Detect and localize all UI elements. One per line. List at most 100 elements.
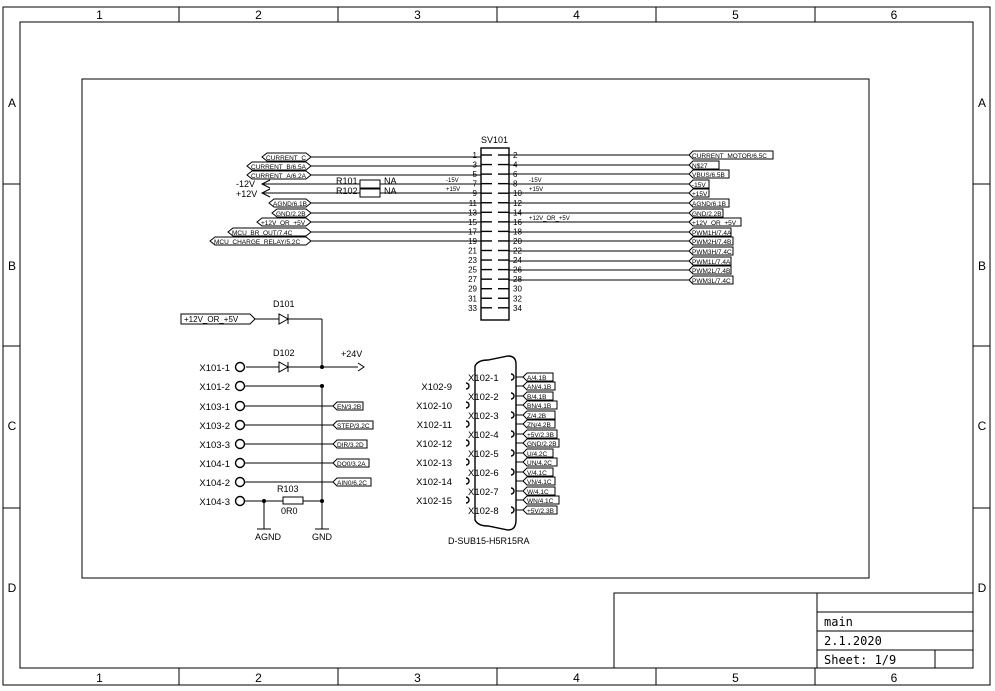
net-label-right-6: GND/2.2B (692, 211, 722, 218)
terminal-X103-3: X103-3 (199, 440, 230, 451)
column-label-top-5: 5 (732, 8, 739, 22)
dsub-body (474, 355, 517, 531)
minus-12v-label: -12V (236, 179, 255, 189)
sv101-inner-left-minus15: -15V (446, 178, 459, 184)
dsub-net-label-6: +5V/2.3B (527, 432, 554, 439)
net-label-right-7: +12V_OR_+5V (692, 220, 737, 227)
sv101-pin-1: 1 (473, 151, 478, 160)
net-label-right-0: CURRENT_MOTOR/6.5C (692, 153, 767, 160)
title-block-sheet: Sheet: 1/9 (824, 653, 896, 667)
column-label-bottom-5: 5 (732, 671, 739, 685)
dsub-net-label-4: Z/4.2B (527, 413, 546, 420)
dsub-pin-X102-9: X102-9 (421, 382, 452, 393)
terminal-net-label-0: EN/3.2B (337, 404, 361, 411)
net-label-right-4: +15V (692, 191, 708, 198)
dsub-pin-X102-11: X102-11 (417, 420, 452, 431)
diode-output-label: +24V (341, 349, 362, 359)
dsub-pin-X102-12: X102-12 (416, 439, 452, 450)
sv101-pin-9: 9 (473, 189, 478, 198)
sv101-pin-27: 27 (468, 275, 477, 284)
net-label-right-11: PWM1L/7.4A (692, 259, 731, 266)
column-label-top-6: 6 (891, 8, 898, 22)
dsub-net-label-2: B/4.1B (527, 394, 547, 401)
terminal-X104-3: X104-3 (199, 497, 230, 508)
sv101-pin-32: 32 (513, 294, 522, 303)
dsub-net-label-9: UN/4.2C (527, 460, 552, 467)
net-label-right-9: PWM2H/7.4B (692, 239, 731, 246)
row-label-left-D: D (8, 581, 17, 595)
supply-symbols-12v: -12V +12V (236, 179, 271, 199)
sv101-pin-10: 10 (513, 189, 522, 198)
column-label-top-3: 3 (414, 8, 421, 22)
sv101-left-net-labels: CURRENT_C CURRENT_B/6.5A CURRENT_A/6.2A AGN… (209, 152, 312, 246)
net-label-left-2: CURRENT_A/6.2A (251, 173, 307, 180)
sv101-right-wiring (509, 154, 689, 281)
gnd-label: GND (312, 532, 333, 542)
net-label-left-0: CURRENT_C (266, 155, 306, 162)
terminal-X101-1: X101-1 (199, 363, 230, 374)
dsub-net-label-7: GND/2.2B (527, 441, 557, 448)
r101-ref: R101 (336, 176, 358, 186)
dsub-net-label-0: A/4.1B (527, 375, 547, 382)
outer-frame (2, 6, 991, 686)
dsub-net-label-13: WN/4.1C (527, 498, 554, 505)
r102-ref: R102 (336, 186, 358, 196)
terminal-net-label-1: STEP/3.2C (337, 423, 370, 430)
net-label-right-5: AGND/6.1B (692, 201, 726, 208)
net-label-right-13: PWM3L/7.4C (692, 278, 731, 285)
terminal-X104-2: X104-2 (199, 478, 230, 489)
dsub-pin-X102-15: X102-15 (416, 496, 452, 507)
sv101-left-wiring (263, 156, 481, 242)
net-label-left-7: +12V_OR_+5V (261, 220, 306, 227)
column-label-top-2: 2 (255, 8, 262, 22)
dsub-pin-X102-5: X102-5 (468, 449, 499, 460)
sv101-inner-right-minus15: -15V (529, 178, 542, 184)
title-block-date: 2.1.2020 (824, 634, 882, 648)
dsub-part-number: D-SUB15-H5R15RA (448, 536, 530, 546)
row-label-right-B: B (978, 259, 986, 273)
terminal-block: X101-1X101-2X103-1X103-2X103-3X104-1X104… (199, 361, 374, 508)
d101-ref: D101 (273, 299, 295, 309)
net-label-left-6: GND/2.2B (276, 211, 306, 218)
column-label-bottom-4: 4 (573, 671, 580, 685)
row-label-right-C: C (978, 419, 987, 433)
dsub-pin-X102-14: X102-14 (416, 477, 452, 488)
terminal-X103-2: X103-2 (199, 421, 230, 432)
dsub-pin-X102-3: X102-3 (468, 411, 499, 422)
ground-symbols: AGND GND (255, 386, 333, 542)
dsub-net-label-3: BN/4.1B (527, 403, 551, 410)
r102-value: NA (384, 186, 397, 196)
title-block-name: main (824, 615, 853, 629)
diode-input-label: +12V_OR_+5V (184, 315, 239, 324)
sv101-pin-25: 25 (468, 266, 477, 275)
drawing-area-frame (81, 78, 870, 579)
sv101-inner-right-plus15: +15V (529, 187, 543, 193)
row-label-left-C: C (8, 419, 17, 433)
dsub-pin-X102-1: X102-1 (468, 373, 499, 384)
dsub-pin-X102-13: X102-13 (416, 458, 452, 469)
net-label-left-1: CURRENT_B/6.5A (251, 164, 307, 171)
sv101-pin-34: 34 (513, 304, 522, 313)
sv101-inner-left-plus15: +15V (446, 187, 460, 193)
net-label-right-12: PWM2L/7.4B (692, 268, 730, 275)
net-label-left-5: AGND/6.1B (273, 201, 307, 208)
net-label-right-3: -15V (692, 182, 706, 189)
dsub-net-label-10: V/4.1C (527, 470, 547, 477)
sv101-pin-33: 33 (468, 304, 477, 313)
row-label-left-A: A (8, 96, 16, 110)
r103-ref: R103 (277, 484, 299, 494)
sv101-pin-29: 29 (468, 285, 477, 294)
row-label-right-D: D (978, 581, 987, 595)
net-label-left-8: MCU_BR_OUT/7.4C (232, 230, 293, 237)
column-label-bottom-1: 1 (96, 671, 103, 685)
dsub-pin-X102-2: X102-2 (468, 392, 499, 403)
dsub-net-label-14: +5V/2.3B (527, 508, 554, 515)
column-label-bottom-3: 3 (414, 671, 421, 685)
title-block: main 2.1.2020 Sheet: 1/9 (613, 592, 974, 669)
sv101-body (480, 147, 510, 321)
sv101-pin-31: 31 (468, 294, 477, 303)
sv101-ref: SV101 (481, 135, 508, 145)
plus-12v-label: +12V (236, 189, 257, 199)
connector-sv101: SV101 1357911131517192123252729313324681… (468, 135, 522, 321)
